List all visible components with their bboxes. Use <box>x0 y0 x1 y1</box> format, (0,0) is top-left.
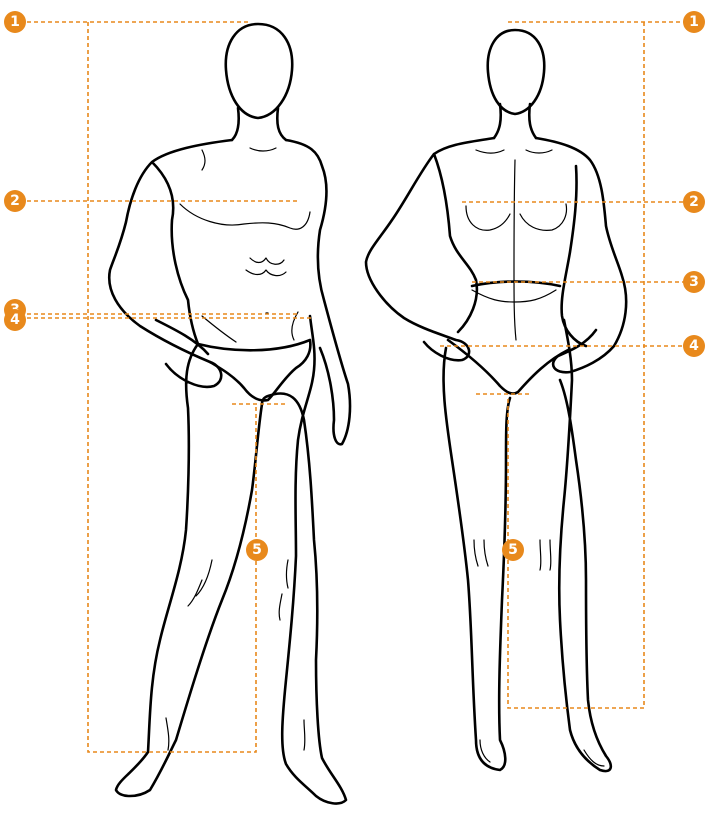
female-body-outline <box>366 138 626 771</box>
badge-female-inseam: 5 <box>502 539 524 561</box>
male-chest-detail <box>180 148 310 342</box>
female-head <box>488 30 545 114</box>
badge-male-inseam: 5 <box>246 539 268 561</box>
badge-female-waist: 3 <box>683 271 705 293</box>
svg-text:2: 2 <box>10 193 20 209</box>
badge-male-chest: 2 <box>4 190 26 212</box>
badge-female-hip: 4 <box>683 335 705 357</box>
svg-text:2: 2 <box>689 194 699 210</box>
male-badges: 1 2 3 4 5 <box>4 11 268 561</box>
female-neck <box>494 104 536 138</box>
svg-text:5: 5 <box>252 542 262 558</box>
svg-text:1: 1 <box>689 14 699 30</box>
male-briefs <box>198 340 310 400</box>
female-leg-detail <box>474 540 604 766</box>
svg-text:4: 4 <box>10 312 20 328</box>
female-chest-detail <box>466 150 566 340</box>
male-body-outline <box>109 140 350 803</box>
female-mannequin <box>366 30 626 771</box>
female-height-line <box>508 22 690 708</box>
badge-female-height: 1 <box>683 11 705 33</box>
svg-text:4: 4 <box>689 338 699 354</box>
male-leg-detail <box>166 560 305 750</box>
svg-text:5: 5 <box>508 542 518 558</box>
male-measurement-guides <box>20 22 312 752</box>
badge-female-chest: 2 <box>683 191 705 213</box>
female-badges: 1 2 3 4 5 <box>502 11 705 561</box>
svg-text:3: 3 <box>689 274 699 290</box>
male-head <box>226 24 292 118</box>
svg-text:1: 1 <box>10 14 20 30</box>
badge-male-height: 1 <box>4 11 26 33</box>
male-neck <box>232 108 286 140</box>
badge-male-hip: 4 <box>4 309 26 331</box>
female-hip-line <box>448 282 568 394</box>
male-height-line <box>20 22 256 752</box>
male-mannequin <box>109 24 350 803</box>
